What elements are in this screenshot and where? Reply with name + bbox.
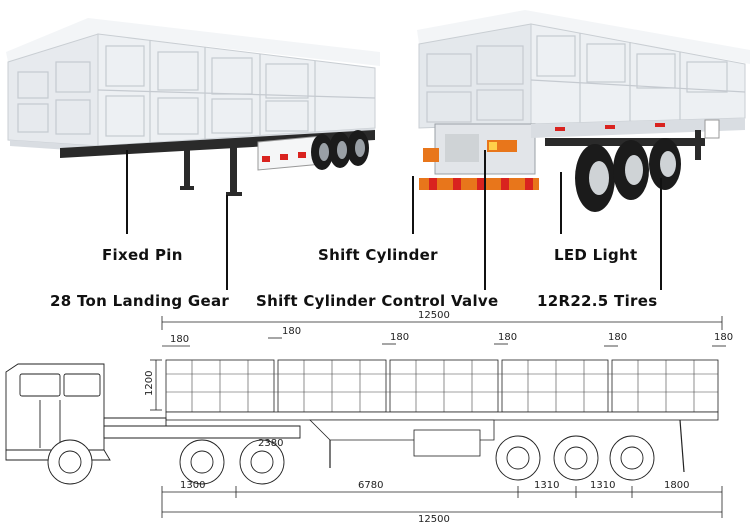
dim-kingpin-to-axle: 6780 <box>358 480 383 491</box>
leader-led-light <box>560 172 562 234</box>
dim-rear-overhang: 1800 <box>664 480 689 491</box>
dim-180-c: 180 <box>390 332 409 343</box>
callout-landing-gear: 28 Ton Landing Gear <box>50 292 230 310</box>
callout-shift-valve: Shift Cylinder Control Valve <box>256 292 499 310</box>
technical-drawing: 12500 180 180 180 180 180 180 1200 2380 … <box>5 310 733 525</box>
trailer-photo-front <box>6 18 380 196</box>
callout-shift-cylinder: Shift Cylinder <box>318 246 438 264</box>
dim-180-e: 180 <box>608 332 627 343</box>
leader-fixed-pin <box>126 150 128 234</box>
leader-shift-valve <box>484 150 486 290</box>
dim-swing-radius: 2380 <box>258 438 283 449</box>
leader-tires <box>660 178 662 290</box>
dim-180-f: 180 <box>714 332 733 343</box>
dim-overall-top: 12500 <box>418 310 450 321</box>
leader-shift-cylinder <box>412 176 414 234</box>
dim-axle-spacing-1: 1310 <box>534 480 559 491</box>
dim-height: 1200 <box>144 371 155 396</box>
dim-kingpin-offset: 1300 <box>180 480 205 491</box>
dim-180-b: 180 <box>282 326 301 337</box>
callout-fixed-pin: Fixed Pin <box>102 246 183 264</box>
dim-axle-spacing-2: 1310 <box>590 480 615 491</box>
dim-180-d: 180 <box>498 332 517 343</box>
leader-landing-gear <box>226 195 228 290</box>
trailer-photo-rear <box>417 10 750 212</box>
callout-led-light: LED Light <box>554 246 638 264</box>
dim-overall-bottom: 12500 <box>418 514 450 525</box>
dim-180-a: 180 <box>170 334 189 345</box>
callout-tires: 12R22.5 Tires <box>537 292 658 310</box>
